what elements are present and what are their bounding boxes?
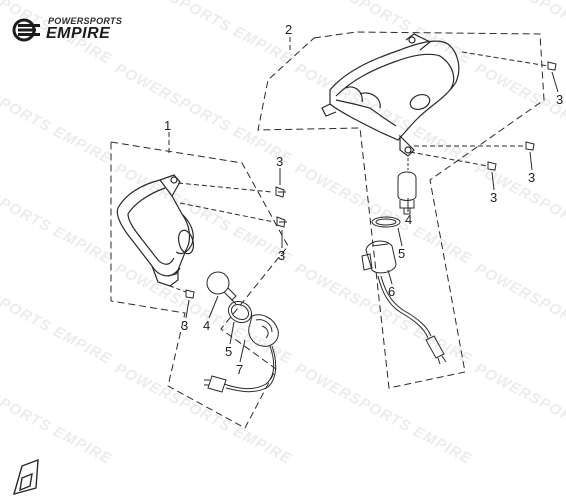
right-socket — [361, 240, 447, 365]
right-turn-signal-housing — [321, 33, 460, 157]
brand-logo: POWERSPORTS EMPIRE — [12, 14, 132, 50]
leader-3-left-bottom — [185, 299, 190, 319]
brand-emblem-icon — [12, 18, 40, 42]
leader-4-left — [208, 295, 219, 319]
left-gasket — [227, 300, 253, 324]
callout-gasket-right: 5 — [398, 246, 405, 261]
screw-right-mid — [414, 141, 535, 151]
leader-5-left — [229, 321, 235, 345]
brand-subtitle: POWERSPORTS — [48, 16, 123, 26]
callout-group2: 2 — [285, 22, 292, 37]
brand-title: EMPIRE — [46, 25, 111, 42]
callout-group1: 1 — [164, 118, 171, 133]
callout-bulb-right: 4 — [405, 212, 412, 227]
forward-arrow-icon — [12, 458, 39, 496]
screw-left-bottom — [169, 285, 195, 299]
callout-screw-left-bottom: 3 — [181, 318, 188, 333]
leader-3-right-mid — [529, 151, 533, 171]
leader-6-right — [387, 269, 393, 285]
left-socket — [204, 314, 279, 393]
callout-screw-left-top: 3 — [276, 154, 283, 169]
right-bulb — [397, 158, 417, 215]
screw-left-mid — [179, 202, 287, 228]
screw-right-low — [409, 151, 497, 171]
leader-7-left — [239, 339, 246, 363]
group1-outline — [110, 141, 289, 429]
group2-outline — [257, 31, 545, 389]
callout-socket-left: 7 — [236, 362, 243, 377]
leader-3-right-top — [551, 71, 559, 93]
left-turn-signal-housing — [116, 174, 195, 287]
screw-right-top — [461, 51, 557, 71]
right-gasket — [371, 216, 401, 228]
screw-left-top — [177, 182, 286, 198]
callout-gasket-left: 5 — [225, 344, 232, 359]
callout-bulb-left: 4 — [203, 318, 210, 333]
leader-5-right — [397, 227, 403, 247]
callout-screw-right-mid: 3 — [528, 170, 535, 185]
callout-screw-left-mid: 3 — [278, 248, 285, 263]
callout-socket-right: 6 — [388, 284, 395, 299]
callout-screw-right-top: 3 — [556, 92, 563, 107]
callout-screw-right-low: 3 — [490, 190, 497, 205]
left-bulb — [206, 271, 237, 305]
leader-3-right-low — [491, 171, 495, 191]
